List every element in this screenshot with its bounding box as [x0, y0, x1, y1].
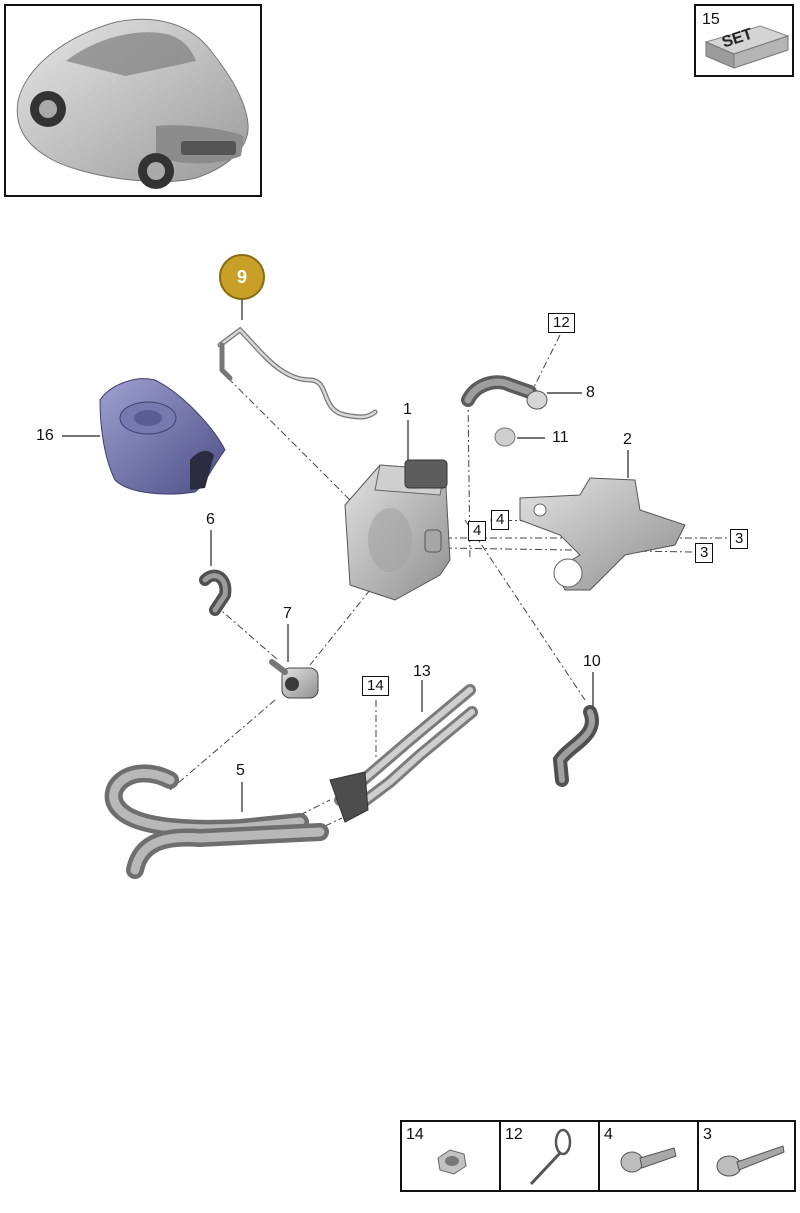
- callout-3-boxed-b[interactable]: 3: [695, 543, 714, 563]
- callout-7[interactable]: 7: [283, 605, 292, 622]
- part-1-heater: [344, 459, 451, 601]
- car-illustration: [16, 18, 249, 189]
- bolt-icon: [716, 1145, 785, 1177]
- hardware-legend: 14 12 4 3: [400, 1120, 796, 1192]
- part-13-pipes: [329, 684, 478, 823]
- callout-13[interactable]: 13: [413, 663, 431, 680]
- legend-cell-hex-nut[interactable]: 14: [402, 1122, 501, 1190]
- callout-2[interactable]: 2: [623, 431, 632, 448]
- part-5-hose: [104, 764, 329, 879]
- part-2-bracket: [519, 477, 686, 591]
- callout-5[interactable]: 5: [236, 762, 245, 779]
- legend-number: 3: [703, 1126, 712, 1143]
- legend-cell-bolt[interactable]: 3: [699, 1122, 798, 1190]
- legend-cell-screw[interactable]: 4: [600, 1122, 699, 1190]
- assembly-lines: [169, 334, 730, 827]
- part-16-cover: [99, 378, 226, 495]
- set-block-icon: [704, 25, 790, 69]
- part-11-cap: [494, 427, 516, 447]
- set-box-number: 15: [702, 11, 720, 28]
- part-9-line: [217, 326, 378, 420]
- screw-icon: [620, 1147, 677, 1173]
- legend-number: 14: [406, 1126, 424, 1143]
- part-10-hose: [552, 705, 599, 787]
- callout-10[interactable]: 10: [583, 653, 601, 670]
- callout-1[interactable]: 1: [403, 401, 412, 418]
- callout-9-highlight[interactable]: 9: [219, 254, 265, 300]
- callout-3-boxed-a[interactable]: 3: [730, 529, 749, 549]
- callout-14-boxed[interactable]: 14: [362, 676, 389, 696]
- cable-tie-icon: [529, 1128, 572, 1186]
- hex-nut-icon: [437, 1149, 467, 1175]
- legend-number: 12: [505, 1126, 523, 1143]
- part-upper-hose: [461, 375, 537, 407]
- callout-11[interactable]: 11: [552, 429, 569, 446]
- legend-number: 4: [604, 1126, 613, 1143]
- callout-6[interactable]: 6: [206, 511, 215, 528]
- vehicle-thumbnail: [4, 4, 262, 197]
- set-box: 15 SET: [694, 4, 794, 77]
- part-8-clamp: [526, 390, 548, 410]
- leader-lines: [62, 292, 629, 812]
- part-6-elbow: [199, 569, 232, 616]
- part-7-pump: [269, 659, 319, 699]
- callout-12-boxed[interactable]: 12: [548, 313, 575, 333]
- legend-cell-cable-tie[interactable]: 12: [501, 1122, 600, 1190]
- callout-9-label: 9: [236, 266, 247, 287]
- callout-4-boxed-a[interactable]: 4: [468, 521, 487, 541]
- callout-4-boxed-b[interactable]: 4: [491, 510, 510, 530]
- callout-8[interactable]: 8: [586, 384, 595, 401]
- callout-16[interactable]: 16: [36, 427, 54, 444]
